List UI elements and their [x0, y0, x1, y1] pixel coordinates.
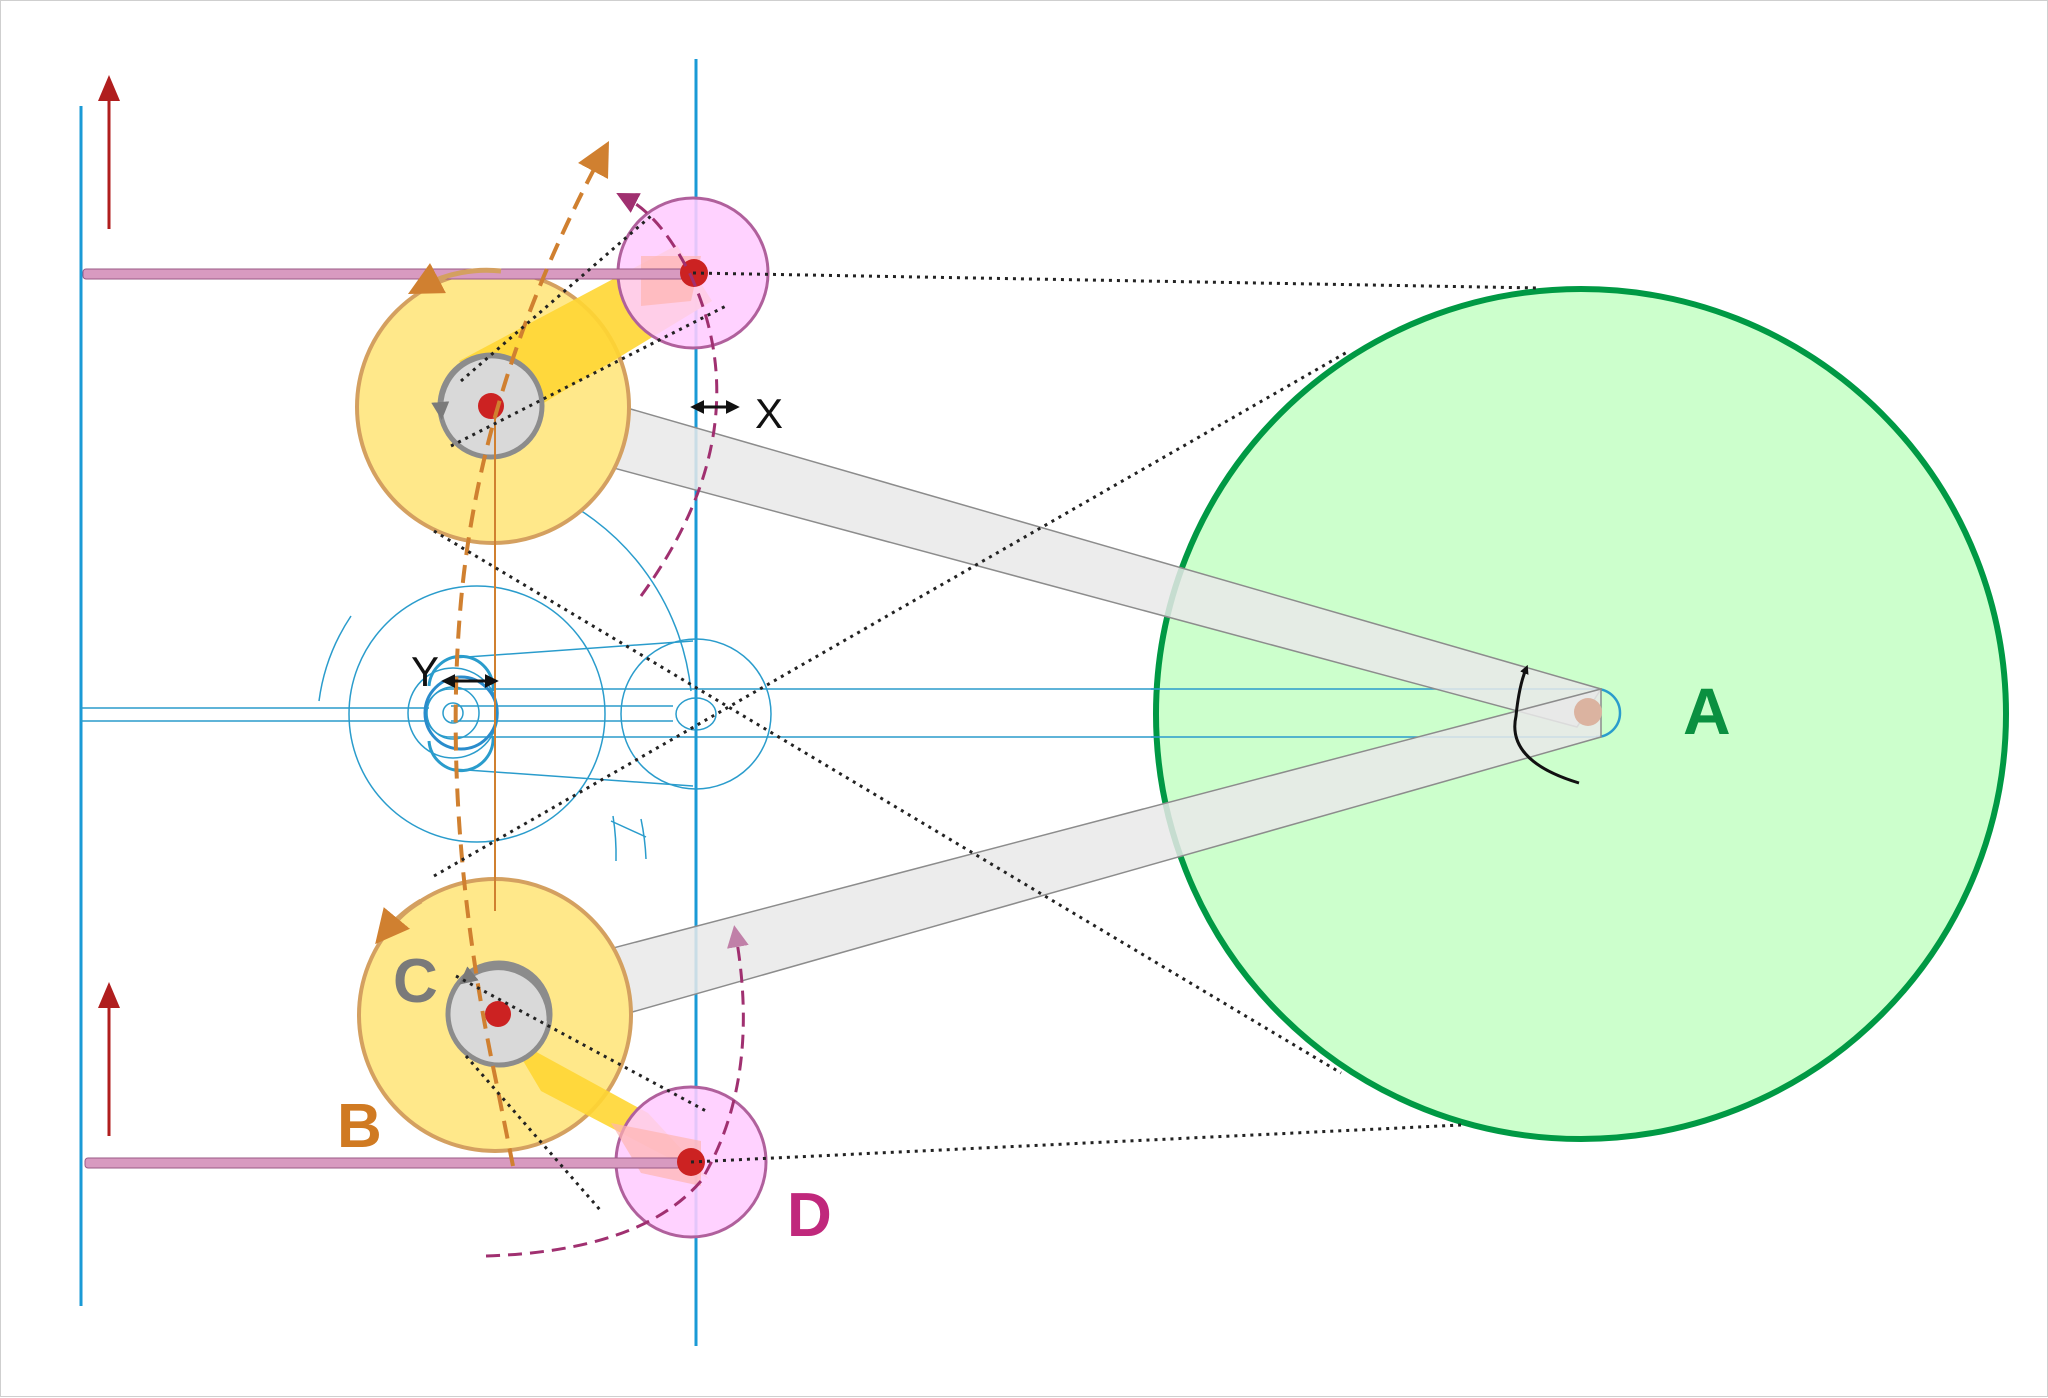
- upper-magenta-arc: [616, 192, 719, 597]
- lower-rod: [84, 1157, 692, 1169]
- label-y: Y: [411, 648, 440, 695]
- lower-orange-rim-arrow: [375, 898, 423, 945]
- pivot-c-lower: [485, 1001, 511, 1027]
- lower-magenta-arc: [485, 925, 749, 1258]
- upper-orange-rim-arrow: [407, 263, 502, 294]
- a-center-pin: [1574, 698, 1602, 726]
- label-a: A: [1683, 674, 1731, 748]
- label-x: X: [755, 390, 784, 437]
- label-b: B: [337, 1092, 382, 1161]
- rotation-arrow-a: [1513, 664, 1580, 785]
- lower-pink-overlap: [611, 1123, 701, 1186]
- upper-rod: [82, 268, 694, 280]
- orange-dashed-path: [453, 140, 609, 1167]
- label-d: D: [787, 1181, 832, 1250]
- lower-red-arrow-head: [98, 982, 120, 1008]
- dotted-construction-lines: [433, 214, 1540, 1212]
- label-c: C: [393, 947, 438, 1016]
- hub-c-lower-arrow: [458, 965, 552, 1022]
- upper-red-arrow-head: [98, 75, 120, 101]
